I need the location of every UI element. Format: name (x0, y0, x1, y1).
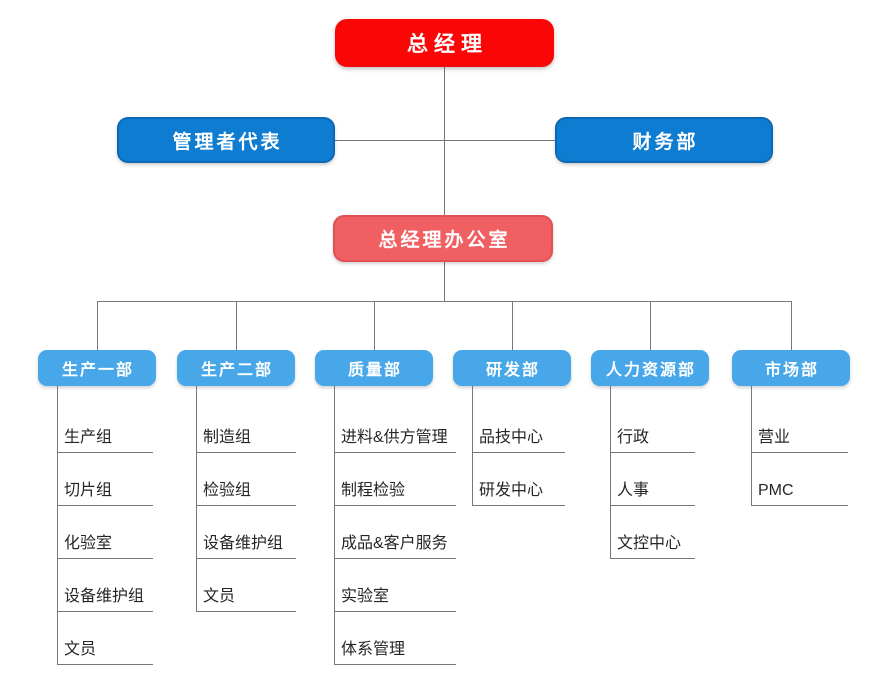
department-label: 市场部 (764, 362, 819, 379)
sub-item-label: 设备维护组 (203, 535, 284, 552)
node-department-4: 研发部 (453, 350, 571, 386)
sub-item-underline (610, 558, 695, 559)
node-management-representative-label: 管理者代表 (172, 131, 283, 153)
sub-item-underline (57, 558, 153, 559)
sub-item-underline (472, 505, 565, 506)
sub-item-label: 化验室 (64, 535, 113, 552)
node-gm-office: 总经理办公室 (333, 215, 553, 262)
sub-item-underline (334, 558, 456, 559)
node-department-5: 人力资源部 (591, 350, 709, 386)
sub-item-label: 切片组 (64, 482, 113, 499)
connector-office-to-bus (444, 262, 445, 301)
sub-item-label: 检验组 (203, 482, 252, 499)
node-finance-department: 财务部 (555, 117, 773, 163)
sub-item-label: 制程检验 (341, 482, 406, 499)
connector-spine-4 (472, 386, 473, 505)
connector-drop-5 (650, 301, 651, 350)
connector-drop-3 (374, 301, 375, 350)
node-department-3: 质量部 (315, 350, 433, 386)
department-label: 质量部 (347, 362, 402, 379)
connector-root-to-office (444, 67, 445, 215)
node-general-manager-label: 总经理 (407, 33, 488, 56)
sub-item-label: 人事 (617, 482, 650, 499)
sub-item-underline (196, 558, 296, 559)
sub-item-underline (334, 452, 456, 453)
connector-drop-4 (512, 301, 513, 350)
sub-item-label: PMC (758, 482, 794, 499)
connector-spine-1 (57, 386, 58, 664)
sub-item-label: 文员 (203, 588, 236, 605)
node-general-manager: 总经理 (335, 19, 554, 67)
sub-item-label: 文员 (64, 641, 97, 658)
department-label: 人力资源部 (605, 362, 696, 379)
sub-item-label: 研发中心 (479, 482, 544, 499)
sub-item-label: 行政 (617, 429, 650, 446)
sub-item-underline (610, 505, 695, 506)
sub-item-underline (57, 664, 153, 665)
sub-item-label: 体系管理 (341, 641, 406, 658)
connector-level2-horizontal (334, 140, 555, 141)
connector-drop-1 (97, 301, 98, 350)
node-department-2: 生产二部 (177, 350, 295, 386)
sub-item-underline (334, 664, 456, 665)
node-finance-department-label: 财务部 (632, 131, 699, 153)
sub-item-underline (57, 505, 153, 506)
connector-drop-6 (791, 301, 792, 350)
node-management-representative: 管理者代表 (117, 117, 335, 163)
sub-item-label: 制造组 (203, 429, 252, 446)
sub-item-label: 营业 (758, 429, 791, 446)
sub-item-underline (751, 505, 848, 506)
node-department-1: 生产一部 (38, 350, 156, 386)
sub-item-underline (751, 452, 848, 453)
connector-spine-3 (334, 386, 335, 664)
connector-spine-6 (751, 386, 752, 505)
connector-spine-5 (610, 386, 611, 558)
sub-item-underline (334, 611, 456, 612)
sub-item-label: 文控中心 (617, 535, 682, 552)
sub-item-label: 进料&供方管理 (341, 429, 448, 446)
department-label: 生产二部 (200, 362, 273, 379)
department-label: 研发部 (485, 362, 540, 379)
sub-item-underline (196, 505, 296, 506)
sub-item-label: 实验室 (341, 588, 390, 605)
sub-item-label: 品技中心 (479, 429, 544, 446)
sub-item-underline (57, 452, 153, 453)
sub-item-underline (57, 611, 153, 612)
connector-department-bus (97, 301, 792, 302)
node-gm-office-label: 总经理办公室 (378, 230, 511, 251)
node-department-6: 市场部 (732, 350, 850, 386)
sub-item-underline (334, 505, 456, 506)
sub-item-underline (196, 611, 296, 612)
sub-item-underline (610, 452, 695, 453)
sub-item-label: 生产组 (64, 429, 113, 446)
connector-drop-2 (236, 301, 237, 350)
sub-item-label: 设备维护组 (64, 588, 145, 605)
sub-item-label: 成品&客户服务 (341, 535, 448, 552)
sub-item-underline (472, 452, 565, 453)
sub-item-underline (196, 452, 296, 453)
department-label: 生产一部 (61, 362, 134, 379)
connector-spine-2 (196, 386, 197, 611)
